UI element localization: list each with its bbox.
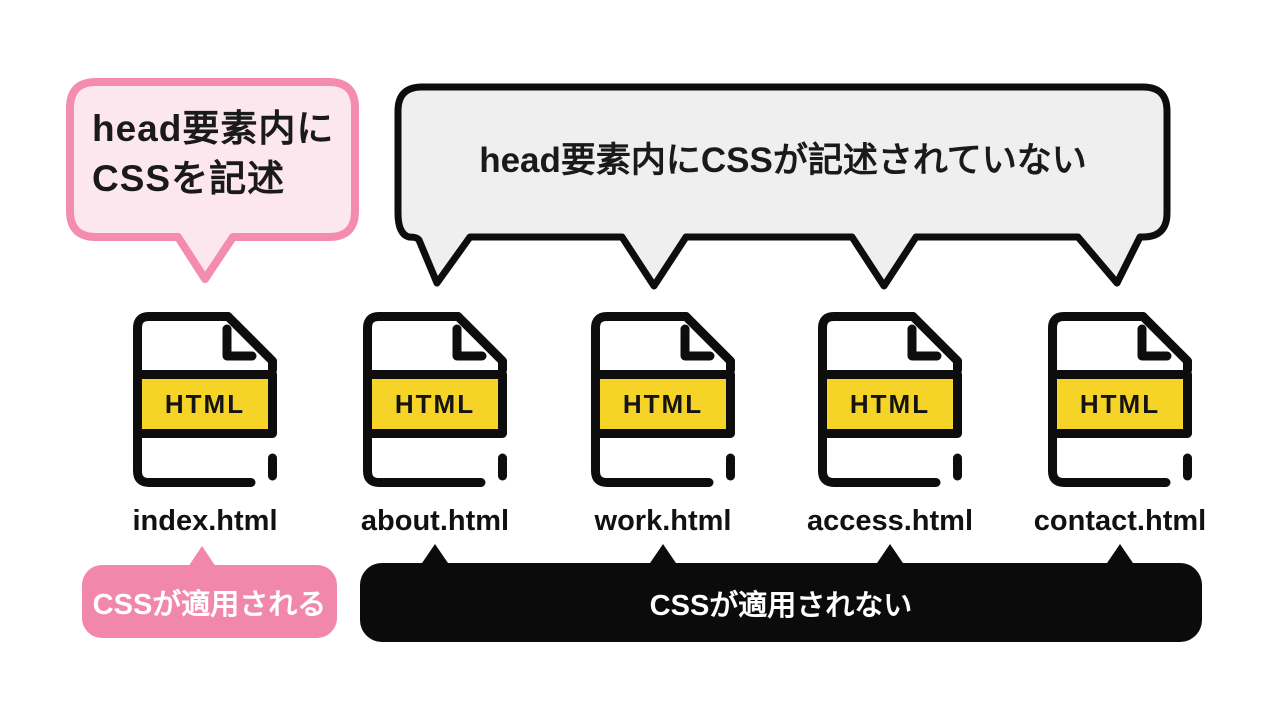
html-badge xyxy=(818,370,962,438)
html-badge-label: HTML xyxy=(1080,389,1160,419)
folded-corner xyxy=(1138,312,1192,375)
applied-pointer xyxy=(188,546,216,567)
html-file-icon-contact: HTML xyxy=(1048,312,1192,487)
file-label-index: index.html xyxy=(132,505,278,537)
file-label-access: access.html xyxy=(806,505,974,537)
not-applied-pointer-work xyxy=(648,544,678,566)
html-badge xyxy=(1048,370,1192,438)
html-badge-label: HTML xyxy=(395,389,475,419)
folded-corner xyxy=(453,312,507,375)
html-badge xyxy=(591,370,735,438)
html-file-icon-index: HTML xyxy=(133,312,277,487)
css-written-line1: head要素内に xyxy=(92,108,335,149)
css-applied-label: CSSが適用される xyxy=(92,588,327,621)
not-applied-pointer-contact xyxy=(1105,544,1135,566)
css-written-bubble-shape xyxy=(66,78,359,283)
css-written-line2: CSSを記述 xyxy=(92,158,286,199)
html-badge-label: HTML xyxy=(165,389,245,419)
folded-corner xyxy=(681,312,735,375)
css-written-bubble-text: head要素内に CSSを記述 xyxy=(92,104,334,204)
css-not-written-bubble-text: head要素内にCSSが記述されていない xyxy=(479,141,1087,180)
file-label-contact: contact.html xyxy=(1033,505,1207,537)
html-badge-label: HTML xyxy=(850,389,930,419)
html-badge xyxy=(133,370,277,438)
html-badge xyxy=(363,370,507,438)
fold-mark xyxy=(452,324,487,361)
fold-mark xyxy=(1137,324,1172,361)
fold-mark xyxy=(907,324,942,361)
html-file-icon-access: HTML xyxy=(818,312,962,487)
folded-corner xyxy=(908,312,962,375)
html-file-icon-about: HTML xyxy=(363,312,507,487)
html-file-icon-work: HTML xyxy=(591,312,735,487)
css-not-written-bubble xyxy=(394,83,1171,290)
file-label-about: about.html xyxy=(360,505,510,537)
html-badge-label: HTML xyxy=(623,389,703,419)
fold-mark xyxy=(680,324,715,361)
css-not-applied-box: CSSが適用されない xyxy=(360,563,1202,642)
css-not-written-bubble-shape xyxy=(394,83,1171,290)
file-label-work: work.html xyxy=(594,505,732,537)
css-written-bubble xyxy=(66,78,359,283)
fold-mark xyxy=(222,324,257,361)
not-applied-pointer-about xyxy=(420,544,450,566)
css-not-applied-label: CSSが適用されない xyxy=(649,589,913,622)
not-applied-pointer-access xyxy=(875,544,905,566)
css-applied-box: CSSが適用される xyxy=(82,565,337,638)
folded-corner xyxy=(223,312,277,375)
